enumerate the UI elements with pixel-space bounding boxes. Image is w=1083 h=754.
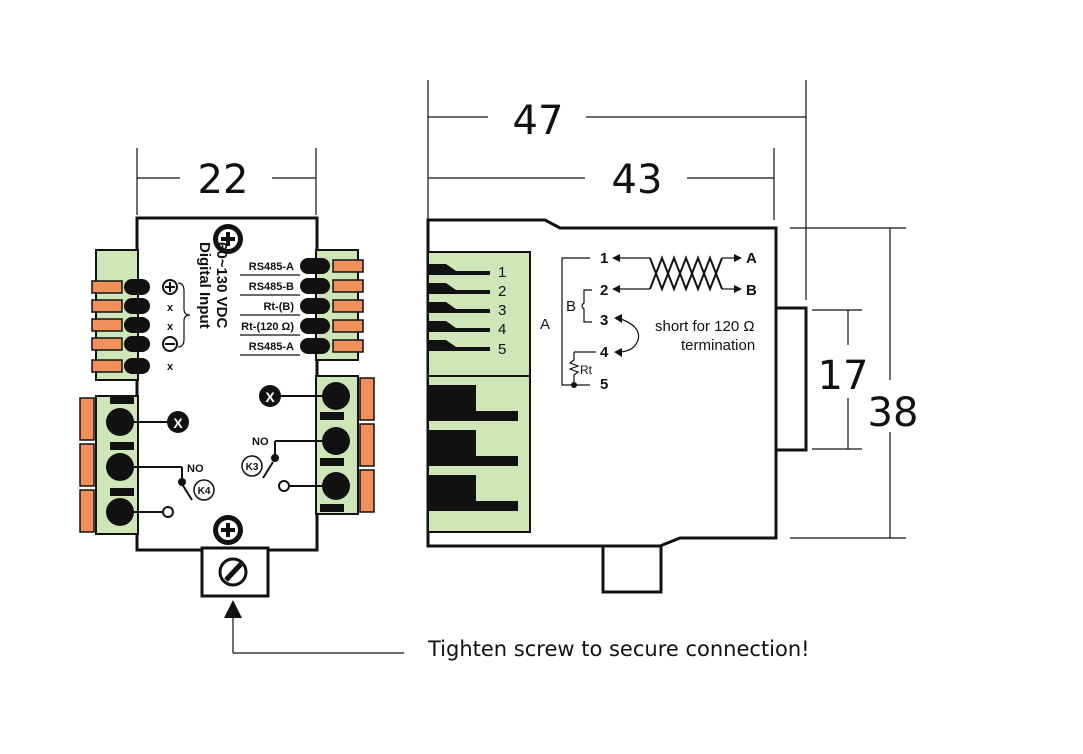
relay-k4: X NO K4: [134, 411, 215, 518]
left-terminal-labels: x x x: [162, 279, 191, 373]
relay-common-x-icon: [167, 411, 189, 433]
termination-note-line1: short for 120 Ω: [655, 318, 755, 335]
left-terminal-label-3: x: [167, 321, 174, 333]
rs485-wiring-legend: 1 2 3 4 5 A B A B: [540, 250, 757, 393]
pin-label-1: 1: [498, 264, 506, 281]
pin-label-3: 3: [498, 302, 506, 319]
svg-text:4: 4: [600, 344, 609, 361]
rt-label: Rt: [580, 363, 593, 377]
footer-note: Tighten screw to secure connection!: [427, 637, 810, 661]
relay-common-x-icon: [259, 385, 281, 407]
svg-text:RS485-B: RS485-B: [249, 281, 294, 293]
left-terminal-label-5: x: [167, 361, 174, 373]
bus-a-label: A: [746, 250, 757, 267]
dim-width-left: 22: [198, 157, 249, 203]
dim-width-inner: 43: [612, 157, 663, 203]
right-terminal-labels: RS485-A RS485-B Rt-(B) Rt-(120 Ω) RS485-…: [240, 261, 300, 356]
dimension-43: 43: [428, 148, 775, 220]
svg-text:X: X: [265, 389, 275, 405]
group-a-label: A: [540, 316, 550, 333]
svg-text:Rt-(120 Ω): Rt-(120 Ω): [241, 321, 294, 333]
svg-text:RS485-A: RS485-A: [249, 261, 294, 273]
svg-text:60~130 VDC: 60~130 VDC: [213, 242, 230, 328]
right-module: 47 43 17 38: [426, 80, 919, 594]
dim-width-total: 47: [513, 98, 564, 144]
rs485-connector-pins: 1 2 3 4 5: [428, 264, 506, 358]
tighten-arrow: [224, 600, 404, 654]
svg-text:Rt-(B): Rt-(B): [263, 301, 294, 313]
k4-label: K4: [198, 486, 211, 497]
relay-connector-pins: [428, 385, 518, 511]
digital-input-title: Digital Input 60~130 VDC: [196, 242, 230, 329]
termination-note-line2: termination: [681, 337, 755, 354]
svg-text:X: X: [173, 415, 183, 431]
bus-b-label: B: [746, 282, 757, 299]
svg-text:RS485-A: RS485-A: [249, 341, 294, 353]
dimension-17: 17: [812, 309, 869, 450]
svg-text:Digital Input: Digital Input: [196, 242, 213, 329]
right-relay-terminals: [320, 377, 375, 513]
side-plug: [774, 306, 808, 452]
relay-k3: X NO K3: [241, 385, 322, 492]
svg-text:3: 3: [600, 312, 608, 329]
left-terminal-label-2: x: [167, 302, 174, 314]
dimension-47: 47: [427, 80, 807, 300]
svg-text:NO: NO: [187, 463, 204, 475]
right-terminals: [300, 258, 364, 354]
group-b-label: B: [566, 298, 576, 315]
dim-height-total: 38: [868, 390, 919, 436]
dimension-22: 22: [136, 148, 317, 215]
dim-height-plug: 17: [818, 353, 869, 399]
screw-bottom-icon: [213, 515, 243, 545]
svg-text:2: 2: [600, 282, 608, 299]
svg-text:5: 5: [600, 376, 608, 393]
left-module: 22: [79, 148, 810, 661]
dimension-38: 38: [790, 227, 919, 539]
svg-text:1: 1: [600, 250, 608, 267]
left-relay-terminals: [79, 396, 134, 533]
bottom-foot: [601, 544, 663, 594]
pin-label-4: 4: [498, 321, 506, 338]
screw-top-icon: [213, 224, 243, 254]
k3-label: K3: [246, 462, 259, 473]
left-upper-terminal-block: [95, 249, 139, 381]
left-terminals: [91, 279, 150, 374]
pin-label-2: 2: [498, 283, 506, 300]
pin-label-5: 5: [498, 341, 506, 358]
slotted-screw-icon: [200, 546, 270, 598]
svg-text:NO: NO: [252, 436, 269, 448]
